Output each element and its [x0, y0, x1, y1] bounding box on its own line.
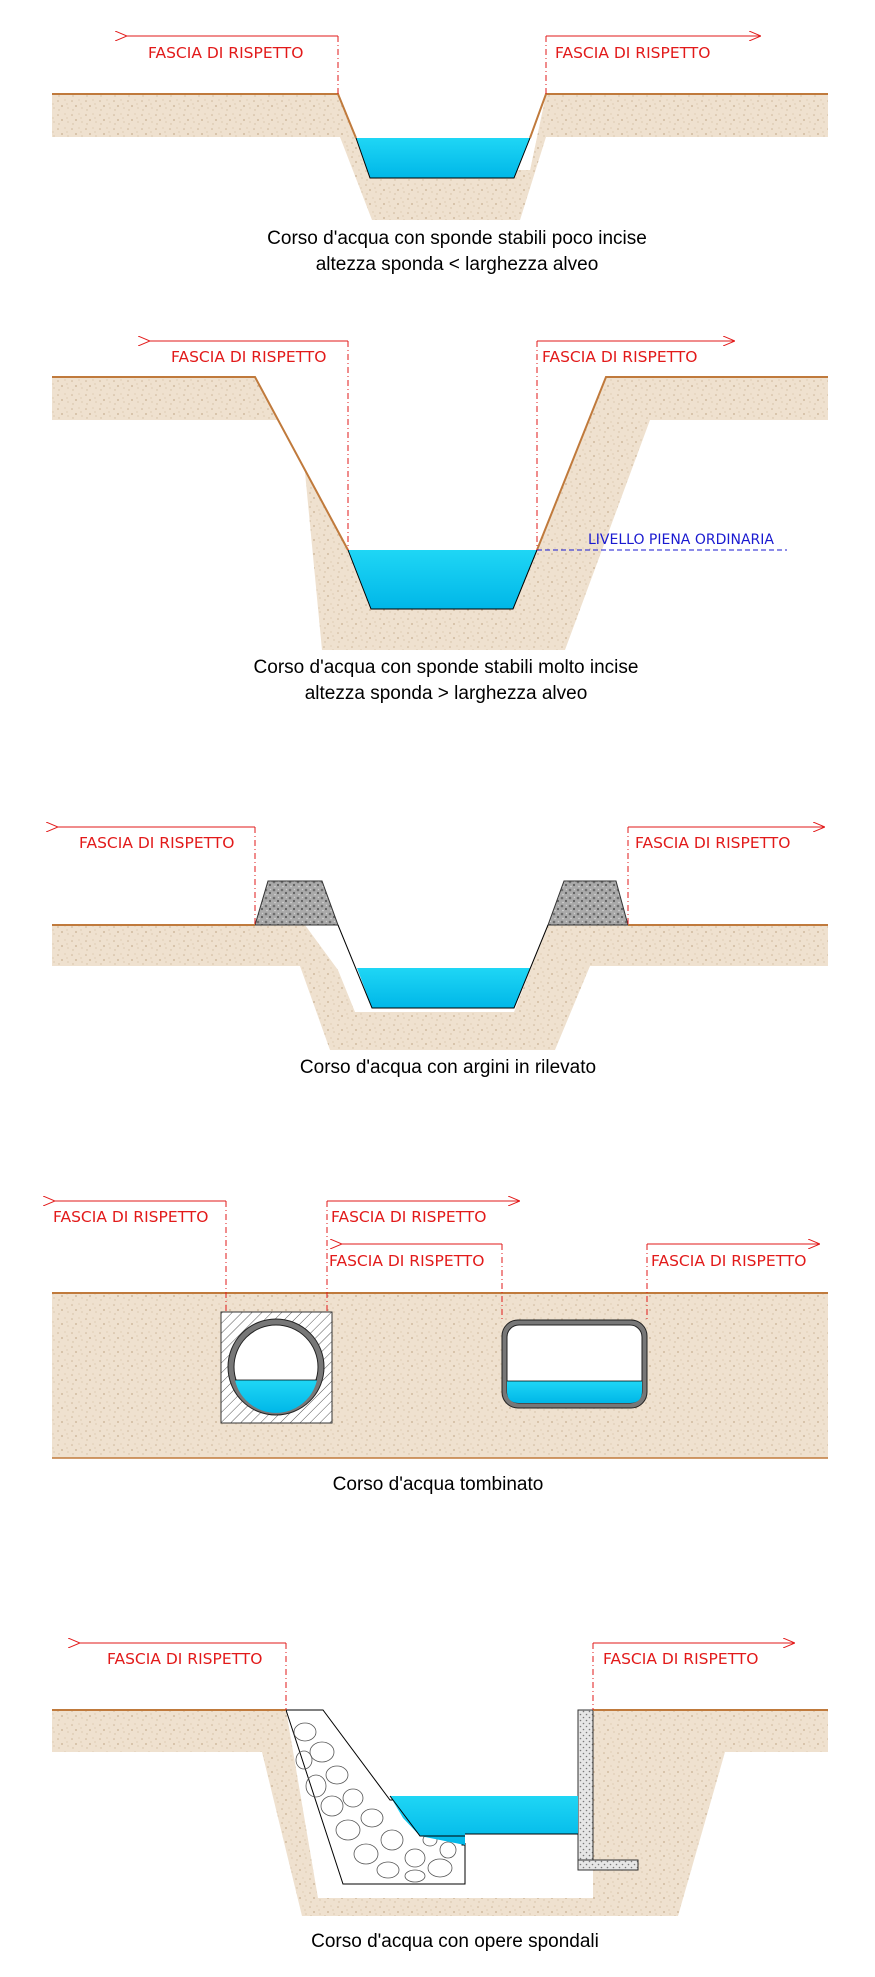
stone-wall	[285, 1709, 466, 1885]
water-channel	[390, 1796, 578, 1845]
retaining-wall-stem	[577, 1709, 594, 1871]
channel-profile	[347, 549, 538, 610]
levee-left	[254, 880, 339, 926]
levee-right	[547, 880, 629, 926]
soil-mass	[52, 922, 828, 1050]
section-caption-line-2: altezza sponda > larghezza alveo	[305, 683, 588, 704]
fascia-label-right: FASCIA DI RISPETTO	[542, 348, 697, 366]
channel-profile	[355, 137, 531, 179]
section-1: FASCIA DI RISPETTO FASCIA DI RISPETTO Co…	[52, 36, 828, 275]
soil-mass	[52, 94, 828, 220]
section-caption-line-1: Corso d'acqua con sponde stabili molto i…	[254, 657, 639, 678]
fascia-label-4: FASCIA DI RISPETTO	[651, 1252, 806, 1270]
fascia-label-2: FASCIA DI RISPETTO	[331, 1208, 486, 1226]
fascia-label-left: FASCIA DI RISPETTO	[79, 834, 234, 852]
fascia-label-1: FASCIA DI RISPETTO	[53, 1208, 208, 1226]
channel-profile	[337, 924, 549, 1009]
channel-profile	[389, 1795, 578, 1837]
water-in-box	[507, 1381, 642, 1403]
retaining-wall-foot	[577, 1859, 639, 1871]
section-caption-line-2: altezza sponda < larghezza alveo	[316, 254, 599, 275]
fascia-label-right: FASCIA DI RISPETTO	[603, 1650, 758, 1668]
water-channel	[348, 550, 537, 609]
section-3: FASCIA DI RISPETTO FASCIA DI RISPETTO Co…	[52, 827, 828, 1078]
soil-mass	[52, 377, 828, 650]
river-bed-cut	[255, 377, 606, 550]
ground-surface-line	[52, 376, 828, 551]
section-caption-line-1: Corso d'acqua tombinato	[333, 1474, 544, 1495]
section-caption-line-1: Corso d'acqua con opere spondali	[311, 1931, 599, 1952]
water-channel	[356, 138, 530, 178]
fascia-label-right: FASCIA DI RISPETTO	[635, 834, 790, 852]
fascia-label-left: FASCIA DI RISPETTO	[171, 348, 326, 366]
section-5: FASCIA DI RISPETTO FASCIA DI RISPETTO Co…	[52, 1643, 828, 1952]
section-caption-line-1: Corso d'acqua con argini in rilevato	[300, 1057, 596, 1078]
fascia-label-left: FASCIA DI RISPETTO	[107, 1650, 262, 1668]
water-in-pipe	[235, 1380, 317, 1413]
section-2: LIVELLO PIENA ORDINARIA FASCIA DI RISPET…	[52, 341, 828, 704]
section-caption-line-1: Corso d'acqua con sponde stabili poco in…	[267, 228, 647, 249]
flood-level-label: LIVELLO PIENA ORDINARIA	[588, 532, 774, 548]
stone-pattern	[293, 1722, 457, 1883]
fascia-label-3: FASCIA DI RISPETTO	[329, 1252, 484, 1270]
water-channel	[357, 968, 530, 1008]
section-4: FASCIA DI RISPETTO FASCIA DI RISPETTO FA…	[52, 1201, 828, 1495]
fascia-label-left: FASCIA DI RISPETTO	[148, 44, 303, 62]
soil-mass	[52, 1293, 828, 1458]
fascia-label-right: FASCIA DI RISPETTO	[555, 44, 710, 62]
